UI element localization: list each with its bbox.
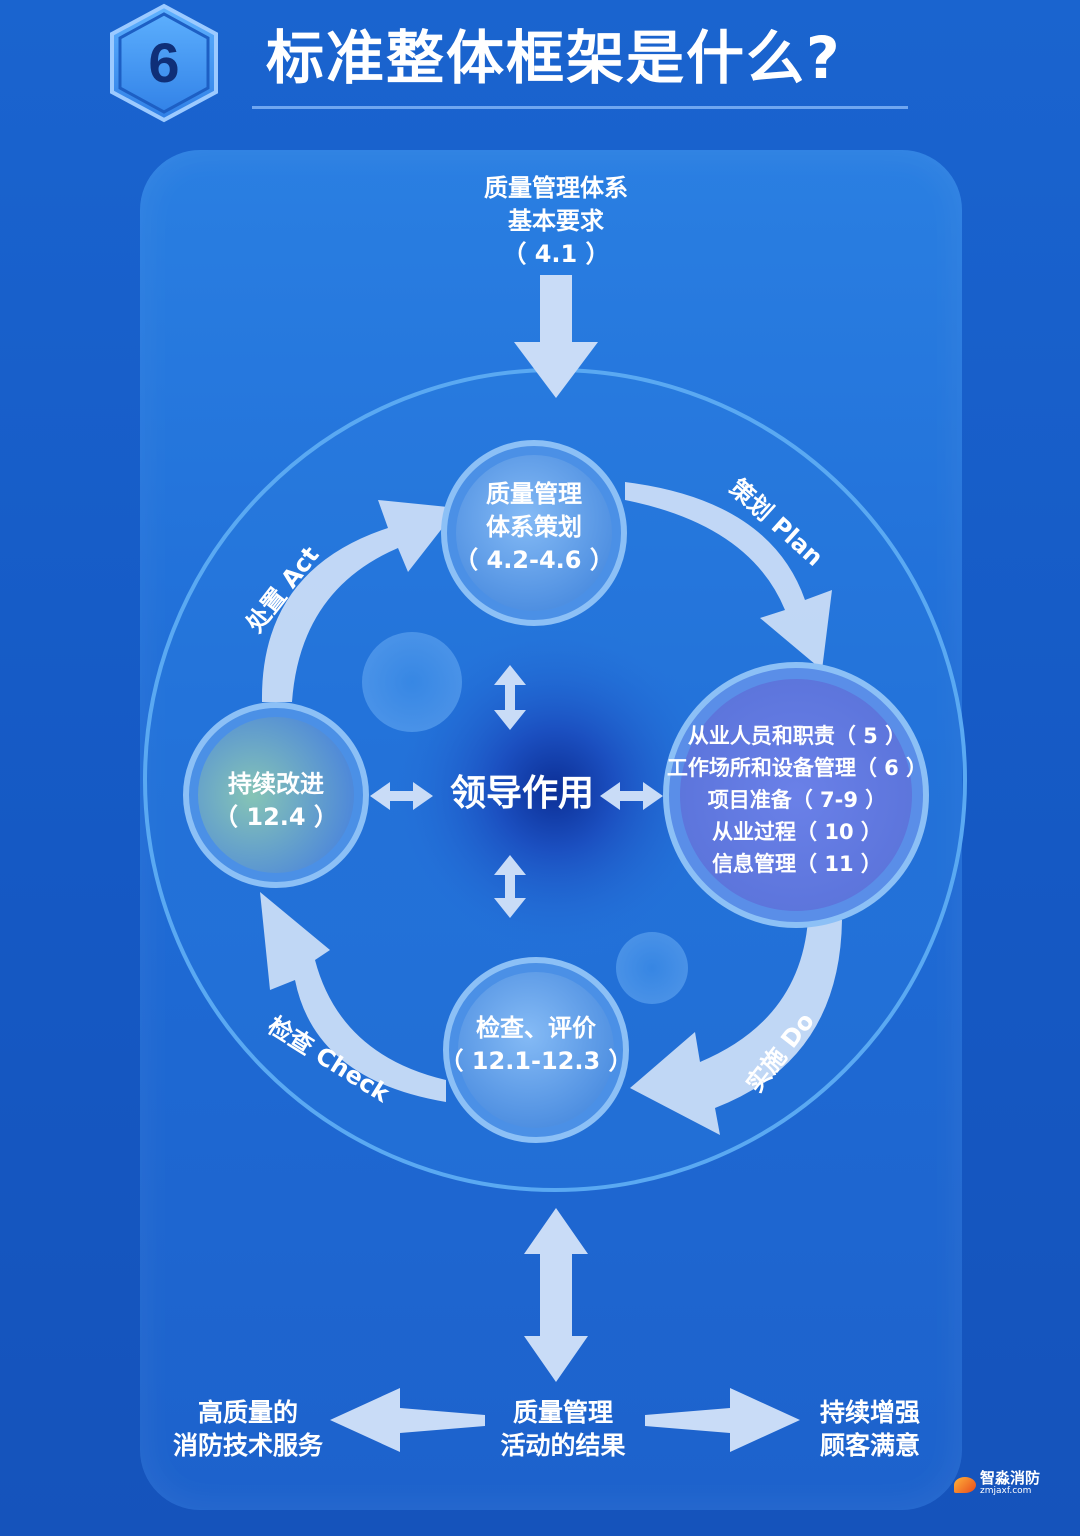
footer-middle: 质量管理 活动的结果 bbox=[478, 1396, 648, 1462]
top-node: 质量管理体系 基本要求 （ 4.1 ） bbox=[454, 172, 658, 271]
footer-middle-line1: 质量管理 bbox=[512, 1398, 613, 1427]
planning-node-line2: 体系策划 bbox=[486, 513, 582, 541]
brand-name: 智淼消防 bbox=[979, 1469, 1040, 1487]
brand-text: 智淼消防 zmjaxf.com bbox=[979, 1469, 1040, 1498]
footer-left-line2: 消防技术服务 bbox=[172, 1431, 323, 1460]
left-right-arrow-icon bbox=[370, 782, 433, 810]
brand-url: zmjaxf.com bbox=[979, 1486, 1032, 1496]
top-node-line3: （ 4.1 ） bbox=[502, 240, 610, 268]
brand-logo-icon bbox=[953, 1477, 976, 1493]
footer-left-line1: 高质量的 bbox=[197, 1398, 298, 1427]
title-underline bbox=[252, 106, 908, 109]
number-badge-text: 6 bbox=[148, 31, 179, 94]
implementation-node-label: 从业人员和职责（ 5 ） 工作场所和设备管理（ 6 ） 项目准备（ 7-9 ） … bbox=[662, 720, 932, 880]
planning-node-label: 质量管理 体系策划 （ 4.2-4.6 ） bbox=[444, 478, 624, 577]
implementation-line: 从业人员和职责（ 5 ） bbox=[687, 724, 907, 748]
footer-left: 高质量的 消防技术服务 bbox=[158, 1396, 338, 1462]
top-node-line2: 基本要求 bbox=[508, 207, 604, 235]
planning-node-line1: 质量管理 bbox=[486, 480, 582, 508]
implementation-node-inner bbox=[680, 679, 912, 911]
improve-node-inner bbox=[198, 717, 354, 873]
brand-watermark: 智淼消防 zmjaxf.com bbox=[953, 1469, 1040, 1498]
top-node-line1: 质量管理体系 bbox=[484, 174, 628, 202]
improve-node-line2: （ 12.4 ） bbox=[214, 803, 338, 831]
center-label: 领导作用 bbox=[449, 773, 594, 814]
act-arrow-icon bbox=[261, 500, 458, 702]
center-glow bbox=[385, 620, 725, 960]
planning-node-inner bbox=[456, 455, 612, 611]
left-arrow-icon bbox=[330, 1388, 485, 1452]
plan-arrow-icon bbox=[625, 482, 832, 670]
check-arrow-icon bbox=[260, 892, 446, 1102]
check-node-line2: （ 12.1-12.3 ） bbox=[439, 1047, 633, 1075]
up-down-arrow-icon bbox=[494, 855, 526, 918]
vertical-double-arrow-icon bbox=[524, 1208, 588, 1382]
improve-node-label: 持续改进 （ 12.4 ） bbox=[186, 768, 366, 834]
footer-right: 持续增强 顾客满意 bbox=[800, 1396, 940, 1462]
footer-right-line1: 持续增强 bbox=[819, 1398, 920, 1427]
implementation-line: 信息管理（ 11 ） bbox=[712, 852, 882, 876]
check-node-inner bbox=[458, 972, 614, 1128]
implementation-line: 从业过程（ 10 ） bbox=[712, 820, 882, 844]
up-down-arrow-icon bbox=[494, 665, 526, 730]
number-badge: 6 bbox=[106, 2, 222, 124]
planning-node-line3: （ 4.2-4.6 ） bbox=[454, 546, 614, 574]
check-node-label: 检查、评价 （ 12.1-12.3 ） bbox=[436, 1012, 636, 1078]
right-arrow-icon bbox=[645, 1388, 800, 1452]
footer-right-line2: 顾客满意 bbox=[819, 1431, 920, 1460]
left-right-arrow-icon bbox=[600, 782, 663, 810]
check-node-line1: 检查、评价 bbox=[476, 1014, 596, 1042]
footer-middle-line2: 活动的结果 bbox=[500, 1431, 626, 1460]
improve-node-line1: 持续改进 bbox=[228, 770, 324, 798]
do-arrow-icon bbox=[630, 920, 842, 1135]
top-down-arrow-icon bbox=[514, 275, 598, 398]
decor-bubble bbox=[616, 932, 688, 1004]
page-title: 标准整体框架是什么? bbox=[266, 24, 842, 92]
implementation-line: 工作场所和设备管理（ 6 ） bbox=[666, 756, 928, 780]
implementation-line: 项目准备（ 7-9 ） bbox=[707, 788, 887, 812]
decor-bubble bbox=[362, 632, 462, 732]
